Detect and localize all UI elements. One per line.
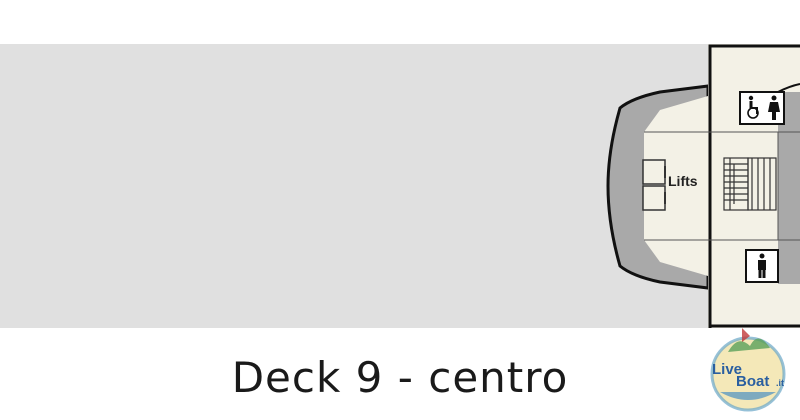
deck-area	[0, 44, 712, 328]
logo-text-boat: Boat	[736, 373, 769, 390]
structure-outline	[708, 44, 800, 328]
starboard-hull	[778, 92, 800, 284]
logo-text-tld: .it	[776, 378, 784, 388]
logo-text-live: Live	[712, 361, 742, 378]
staircase	[723, 157, 777, 211]
deck-title: Deck 9 - centro	[231, 353, 569, 402]
wheelchair-icon	[747, 95, 759, 119]
liveboat-logo: Live Boat .it	[710, 328, 786, 412]
lift-shafts	[642, 159, 666, 211]
female-icon	[768, 95, 780, 120]
male-icon	[758, 253, 766, 278]
restroom-male	[745, 249, 779, 283]
lifts-label: Lifts	[668, 173, 698, 189]
restroom-accessible-female	[739, 91, 785, 125]
forward-interior	[644, 96, 708, 276]
